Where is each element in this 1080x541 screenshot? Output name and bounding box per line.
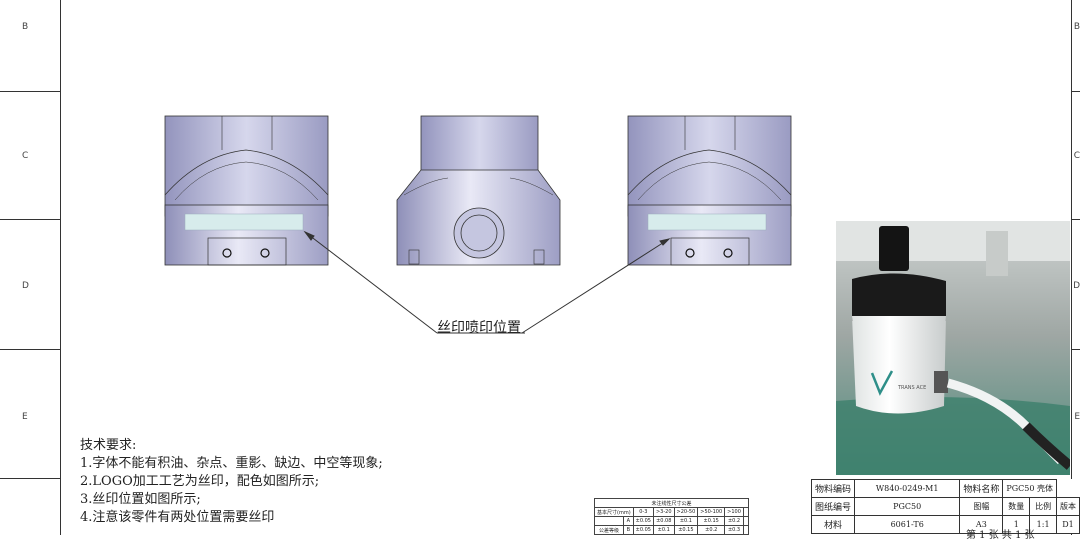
tolerance-cell: B bbox=[622, 525, 634, 535]
tolerance-cell: ±0.3 bbox=[724, 525, 744, 535]
tolerance-cell: ±0.08 bbox=[652, 516, 675, 526]
tolerance-header-cell: >3-20 bbox=[652, 507, 675, 517]
material-code-label: 物料编码 bbox=[810, 479, 856, 498]
tolerance-cell: ±0.15 bbox=[697, 516, 726, 526]
zone-letter-d: D bbox=[22, 281, 29, 291]
title-block: 物料编码 W840-0249-M1 物料名称 PGC50 壳体 图纸编号 PGC… bbox=[810, 479, 1080, 534]
drawing-no-label: 图纸编号 bbox=[810, 497, 856, 516]
sheet-count: 第 1 张 共 1 张 bbox=[966, 530, 1035, 541]
material-code-value: W840-0249-M1 bbox=[854, 479, 961, 498]
tolerance-table-title: 未注线性尺寸公差 bbox=[594, 498, 749, 508]
tolerance-header-cell: >100 bbox=[724, 507, 744, 517]
requirement-item: 4.注意该零件有两处位置需要丝印 bbox=[80, 510, 275, 525]
front-view-right bbox=[627, 115, 792, 266]
tolerance-header-cell: 基本尺寸(mm) bbox=[594, 507, 634, 517]
side-view-middle bbox=[396, 115, 561, 266]
zone-letter-c: C bbox=[22, 151, 29, 161]
material-name-label: 物料名称 bbox=[959, 479, 1004, 498]
tolerance-cell: ±0.2 bbox=[724, 516, 744, 526]
requirement-item: 3.丝印位置如图所示; bbox=[80, 492, 201, 507]
photo-logo-text: TRANS ACE bbox=[897, 385, 926, 391]
zone-divider bbox=[0, 478, 60, 479]
zone-divider bbox=[1072, 91, 1080, 92]
tolerance-header-cell: >20-50 bbox=[673, 507, 699, 517]
silkscreen-position-callout: 丝印喷印位置 bbox=[437, 320, 521, 336]
requirements-heading: 技术要求: bbox=[80, 438, 137, 453]
table-row: A ±0.05 ±0.08 ±0.1 ±0.15 ±0.2 bbox=[594, 516, 749, 526]
technical-requirements: 技术要求: 1.字体不能有积油、杂点、重影、缺边、中空等现象; 2.LOGO加工… bbox=[80, 437, 383, 527]
part-views bbox=[164, 115, 792, 334]
requirement-item: 2.LOGO加工工艺为丝印，配色如图所示; bbox=[80, 474, 320, 489]
drawing-border-right bbox=[1071, 0, 1080, 535]
drawing-no-value: PGC50 bbox=[854, 497, 961, 516]
tolerance-cell: ±0.1 bbox=[652, 525, 675, 535]
front-view-left bbox=[164, 115, 329, 266]
zone-divider bbox=[0, 91, 60, 92]
table-row: 公差等级 B ±0.05 ±0.1 ±0.15 ±0.2 ±0.3 bbox=[594, 525, 749, 535]
zone-divider bbox=[1072, 349, 1080, 350]
tolerance-table: 未注线性尺寸公差 基本尺寸(mm) 0-3 >3-20 >20-50 >50-1… bbox=[594, 498, 749, 535]
zone-letter-b: B bbox=[22, 22, 29, 32]
tolerance-header-cell: 0-3 bbox=[632, 507, 654, 517]
qty-label: 数量 bbox=[1002, 497, 1031, 516]
zone-letter-e: E bbox=[22, 412, 28, 422]
requirement-item: 1.字体不能有积油、杂点、重影、缺边、中空等现象; bbox=[80, 456, 383, 471]
material-value: 6061-T6 bbox=[854, 515, 961, 534]
tolerance-cell: ±0.05 bbox=[632, 516, 654, 526]
callout-leaders bbox=[303, 230, 671, 334]
scale-label: 比例 bbox=[1029, 497, 1057, 516]
zone-divider bbox=[0, 219, 60, 220]
size-label: 图幅 bbox=[959, 497, 1004, 516]
product-photo: TRANS ACE bbox=[836, 221, 1070, 475]
zone-divider bbox=[1072, 219, 1080, 220]
material-name-value: PGC50 壳体 bbox=[1002, 479, 1057, 498]
tolerance-cell: ±0.1 bbox=[673, 516, 699, 526]
tolerance-cell: ±0.15 bbox=[673, 525, 699, 535]
tolerance-cell: ±0.2 bbox=[697, 525, 726, 535]
zone-letter-c-right: C bbox=[1073, 151, 1080, 161]
version-label: 版本 bbox=[1056, 497, 1080, 516]
zone-letter-d-right: D bbox=[1073, 281, 1080, 291]
tolerance-cell: 公差等级 bbox=[594, 525, 624, 535]
size-value: A3 bbox=[959, 515, 1004, 534]
zone-letter-b-right: B bbox=[1073, 22, 1080, 32]
tolerance-cell: A bbox=[622, 516, 634, 526]
zone-divider bbox=[0, 349, 60, 350]
zone-letter-e-right: E bbox=[1074, 412, 1080, 422]
tolerance-cell: ±0.05 bbox=[632, 525, 654, 535]
material-label: 材料 bbox=[810, 515, 856, 534]
tolerance-header-cell: >50-100 bbox=[697, 507, 726, 517]
version-value: D1 bbox=[1056, 515, 1080, 534]
tolerance-cell bbox=[594, 516, 624, 526]
drawing-border-left bbox=[0, 0, 61, 535]
